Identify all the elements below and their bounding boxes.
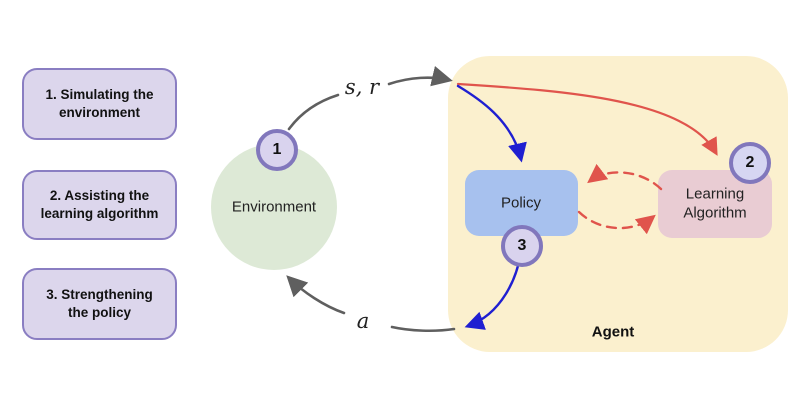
legend-item-assisting-learning-algorithm: 2. Assisting the learning algorithm bbox=[22, 170, 177, 240]
policy-label: Policy bbox=[500, 194, 542, 212]
policy-box bbox=[465, 170, 578, 236]
state-to-policy-arrow bbox=[456, 84, 527, 163]
action-label: a bbox=[356, 309, 370, 333]
state-reward-label: s, r bbox=[344, 75, 380, 99]
learning-to-policy-dashed-arrow bbox=[587, 163, 663, 191]
badge-1-environment: 1 bbox=[256, 129, 298, 171]
reward-to-learning-arrow bbox=[456, 82, 718, 156]
action-arrow-right-segment bbox=[390, 325, 456, 333]
action-arrow-left-segment bbox=[286, 275, 346, 315]
legend-item-simulating-environment: 1. Simulating the environment bbox=[22, 68, 177, 140]
learning-algorithm-label: Learning Algorithm bbox=[683, 185, 747, 221]
environment-label: Environment bbox=[231, 198, 317, 216]
state-reward-arrow-right-segment bbox=[387, 66, 453, 87]
state-reward-arrow-left-segment bbox=[287, 93, 340, 131]
environment-circle bbox=[211, 144, 337, 270]
policy-to-learning-dashed-arrow bbox=[577, 210, 656, 235]
legend-item-strengthening-policy: 3. Strengthening the policy bbox=[22, 268, 177, 340]
agent-label: Agent bbox=[591, 323, 635, 341]
agent-container-box bbox=[448, 56, 788, 352]
badge-2-learning-algorithm: 2 bbox=[729, 142, 771, 184]
badge-3-policy: 3 bbox=[501, 225, 543, 267]
learning-algorithm-box bbox=[658, 170, 772, 238]
